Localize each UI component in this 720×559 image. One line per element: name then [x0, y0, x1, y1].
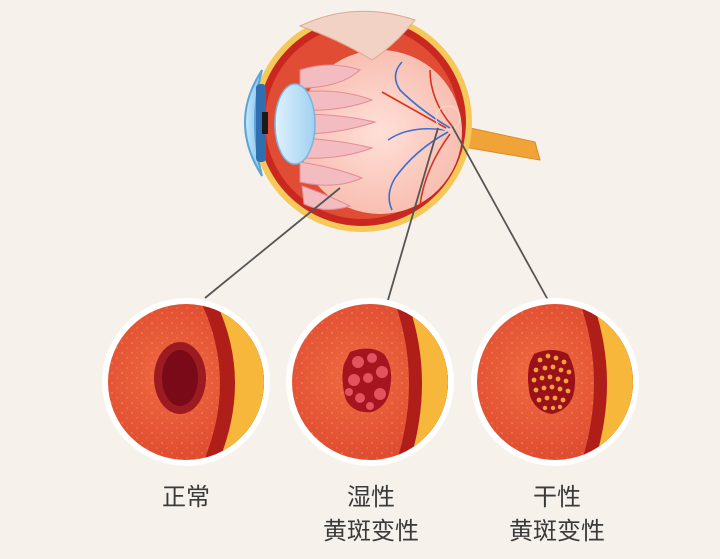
retinal-vessels — [381, 61, 453, 211]
ciliary-body — [299, 64, 377, 210]
iris — [256, 84, 266, 162]
dry-amd-closeup — [471, 298, 639, 466]
pupil — [262, 112, 268, 134]
label-wet-line2: 黄斑变性 — [323, 517, 419, 545]
dry-lesion-drusen — [528, 350, 576, 414]
wet-amd-closeup — [286, 298, 454, 466]
label-wet-line1: 湿性 — [347, 483, 395, 511]
eye-illustration — [244, 10, 541, 232]
label-normal: 正常 — [116, 480, 256, 514]
macula-marker — [435, 105, 461, 131]
normal-macula-closeup — [102, 298, 270, 466]
leader-lines — [204, 125, 549, 301]
label-dry-line2: 黄斑变性 — [509, 517, 605, 545]
label-normal-text: 正常 — [162, 483, 210, 511]
label-dry-amd: 干性 黄斑变性 — [482, 480, 632, 548]
lens — [274, 83, 316, 165]
wet-lesion — [342, 348, 392, 413]
label-wet-amd: 湿性 黄斑变性 — [296, 480, 446, 548]
label-dry-line1: 干性 — [533, 483, 581, 511]
